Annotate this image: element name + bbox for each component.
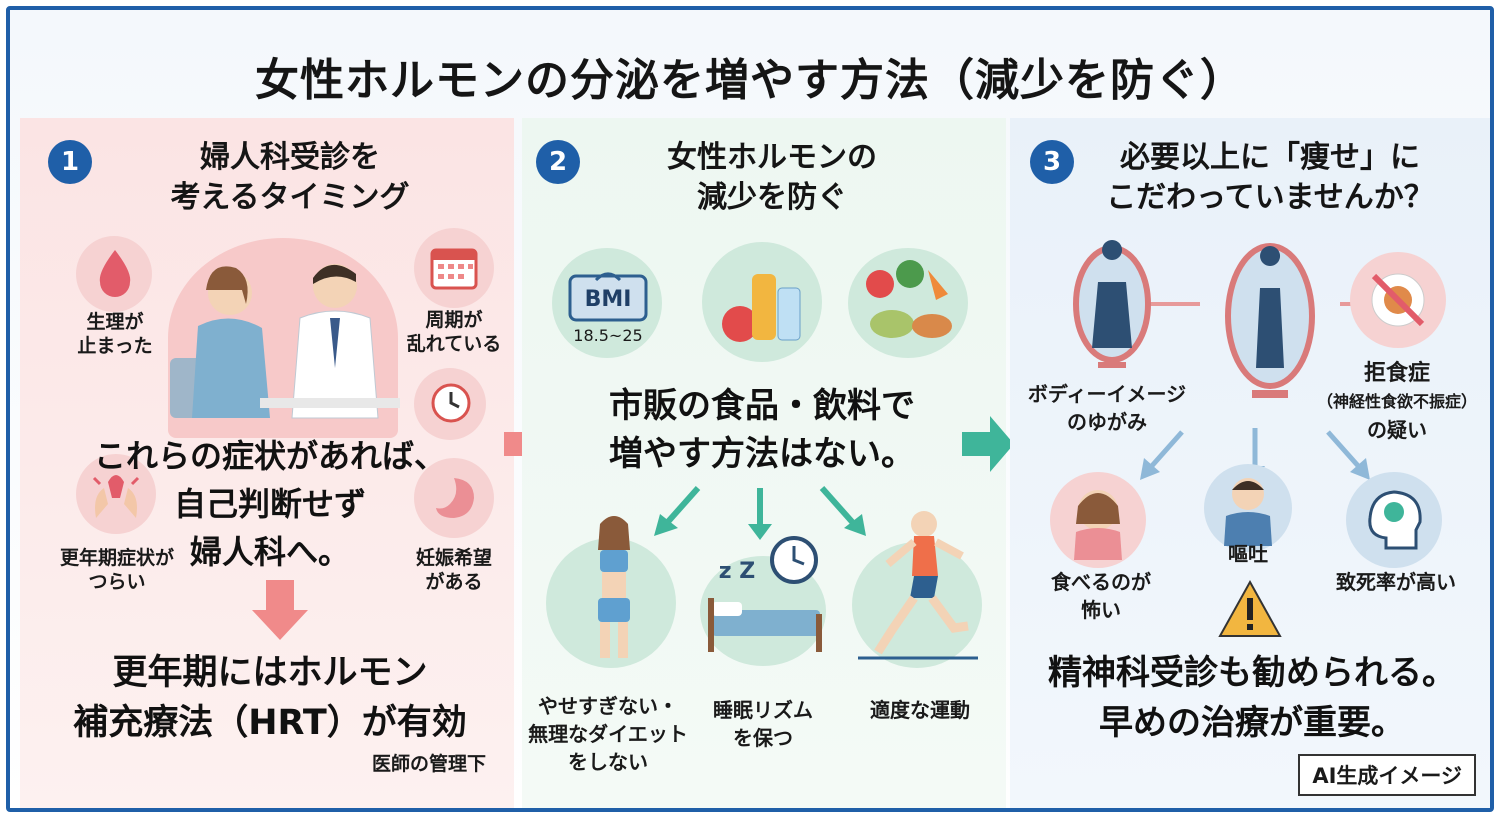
branch-arrows xyxy=(654,486,866,540)
symptom-label-line: 更年期症状が xyxy=(59,547,174,569)
panel-title-line: 女性ホルモンの xyxy=(667,140,877,175)
calendar-icon xyxy=(430,248,478,290)
runner-icon xyxy=(858,511,978,660)
scale-icon xyxy=(568,272,648,322)
tip-sleep-rhythm: 睡眠リズム を保つ xyxy=(698,696,828,752)
label-line: ボディーイメージ xyxy=(1027,382,1187,406)
symptom-label-line: 止まった xyxy=(77,335,153,357)
panel-title: 女性ホルモンの 減少を防ぐ xyxy=(562,138,982,218)
label-line: のゆがみ xyxy=(1067,410,1147,434)
tip-line: やせすぎない・ xyxy=(538,694,678,718)
panel-title-line: 減少を防ぐ xyxy=(697,180,847,215)
panel-title-line: 考えるタイミング xyxy=(170,180,410,215)
message-line: 市販の食品・飲料で xyxy=(609,386,915,426)
effect-vomiting: 嘔吐 xyxy=(1228,542,1268,566)
tip-no-excessive-diet: やせすぎない・ 無理なダイエット をしない xyxy=(524,692,692,776)
panel-title: 婦人科受診を 考えるタイミング xyxy=(80,138,500,218)
symptom-label-line: 周期が xyxy=(425,309,483,331)
message-line: 更年期にはホルモン xyxy=(112,653,428,693)
page-title: 女性ホルモンの分泌を増やす方法（減少を防ぐ） xyxy=(255,55,1245,106)
psychiatry-message: 精神科受診も勧められる。 早めの治療が重要。 xyxy=(1010,648,1490,748)
symptom-label-pregnancy-wish: 妊娠希望 がある xyxy=(394,546,514,594)
head-brain-icon xyxy=(1368,490,1422,550)
blood-drop-icon xyxy=(99,250,131,297)
apple-juice-icon xyxy=(722,274,801,342)
hot-flash-icon xyxy=(92,475,140,518)
zzz-icon: z Z xyxy=(718,559,756,584)
panel-prevent-decrease: 2 女性ホルモンの 減少を防ぐ BMI 18.5~25 市販の食品・飲 xyxy=(522,118,1006,808)
anorexia-label: 拒食症 （神経性食欲不振症） の疑い xyxy=(1302,360,1490,444)
message-line: 精神科受診も勧められる。 xyxy=(1048,653,1456,693)
mirrors-illustration xyxy=(1073,240,1380,398)
message-line: 早めの治療が重要。 xyxy=(1099,703,1405,743)
message-line: 婦人科へ。 xyxy=(189,533,350,571)
message-line: 増やす方法はない。 xyxy=(609,434,915,474)
panel-thinness-obsession: 3 必要以上に「痩せ」に こだわっていませんか？ ボディーイメージ のゆがみ xyxy=(1010,118,1490,808)
right-arrow-icon xyxy=(962,416,1014,472)
tip-line: を保つ xyxy=(733,726,793,750)
symptom-label-line: がある xyxy=(425,571,483,593)
clock-icon xyxy=(431,383,471,423)
panel-title: 必要以上に「痩せ」に こだわっていませんか？ xyxy=(1050,138,1490,218)
bed-clock-icon xyxy=(708,536,822,652)
tip-line: 無理なダイエット xyxy=(528,722,688,746)
symptom-label-line: 乱れている xyxy=(406,333,502,355)
down-arrow-icon xyxy=(252,580,308,640)
tip-line: をしない xyxy=(568,750,648,774)
symptom-label-line: 生理が xyxy=(86,311,144,333)
symptom-label-irregular-cycle: 周期が 乱れている xyxy=(392,308,516,356)
see-gynecologist-message: これらの症状があれば、 自己判断せず 婦人科へ。 xyxy=(80,432,460,576)
symptom-icon-bg xyxy=(414,458,494,538)
bmi-label: BMI xyxy=(584,287,632,312)
message-line: 補充療法（HRT）が有効 xyxy=(73,703,467,743)
label-line: 怖い xyxy=(1081,598,1121,622)
no-food-icon xyxy=(1371,273,1425,327)
effect-fear-of-eating: 食べるのが 怖い xyxy=(1036,568,1166,624)
symptom-label-line: 妊娠希望 xyxy=(415,547,492,569)
hrt-note: 医師の管理下 xyxy=(371,753,486,775)
tip-line: 睡眠リズム xyxy=(713,698,813,722)
label-line: 食べるのが xyxy=(1051,570,1151,594)
panel-title-line: こだわっていませんか？ xyxy=(1106,180,1434,215)
body-image-distortion-label: ボディーイメージ のゆがみ xyxy=(1012,380,1202,436)
panel-title-line: 婦人科受診を xyxy=(200,140,380,175)
vegetables-icon xyxy=(866,260,952,338)
label-line: （神経性食欲不振症） xyxy=(1316,392,1477,411)
symptom-label-menopause: 更年期症状が つらい xyxy=(42,546,192,594)
ai-generated-badge: AI生成イメージ xyxy=(1298,754,1476,796)
warning-icon xyxy=(1218,579,1282,637)
step-number-badge: 2 xyxy=(536,140,580,184)
step-number-badge: 3 xyxy=(1030,140,1074,184)
symptom-label-period-stopped: 生理が 止まった xyxy=(60,310,170,358)
bmi-range: 18.5~25 xyxy=(573,326,643,345)
hrt-message: 更年期にはホルモン 補充療法（HRT）が有効 xyxy=(50,648,490,748)
scared-face-icon xyxy=(1074,490,1122,560)
label-line: の疑い xyxy=(1367,418,1427,442)
step-number-badge: 1 xyxy=(48,140,92,184)
uterus-icon xyxy=(436,478,474,518)
tip-moderate-exercise: 適度な運動 xyxy=(870,698,970,722)
label-line: 拒食症 xyxy=(1363,361,1430,386)
panel-title-line: 必要以上に「痩せ」に xyxy=(1120,140,1420,175)
doctor-patient-illustration xyxy=(170,264,400,419)
symptom-label-line: つらい xyxy=(88,571,146,593)
infographic-frame: 女性ホルモンの分泌を増やす方法（減少を防ぐ） 1 婦人科受診を 考えるタイミング… xyxy=(6,6,1494,812)
vomit-person-icon xyxy=(1224,478,1272,546)
effect-high-mortality: 致死率が高い xyxy=(1336,570,1456,594)
message-line: これらの症状があれば、 xyxy=(93,437,446,475)
no-food-method-message: 市販の食品・飲料で 増やす方法はない。 xyxy=(542,382,982,478)
woman-figure-icon xyxy=(598,516,630,658)
message-line: 自己判断せず xyxy=(173,485,366,523)
panel-gynecology-timing: 1 婦人科受診を 考えるタイミング 生理が 止まった xyxy=(20,118,514,808)
